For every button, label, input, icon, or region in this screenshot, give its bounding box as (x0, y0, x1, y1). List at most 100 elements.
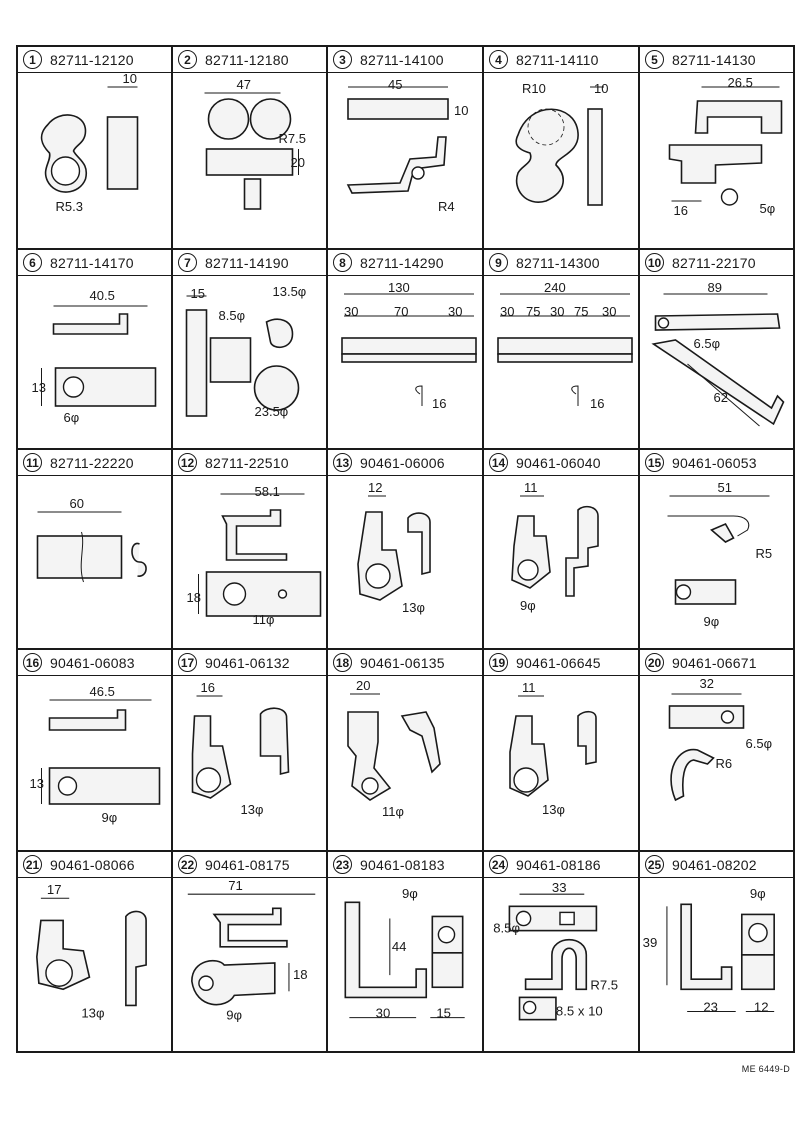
part-number: 90461-06132 (205, 654, 290, 671)
mounting-hole (50, 156, 81, 186)
clamp-outline (207, 98, 250, 140)
dimension-label: 15 (436, 1006, 451, 1021)
dimension-label: R7.5 (279, 131, 306, 146)
mounting-hole (411, 166, 425, 180)
dimension-label: 44 (392, 939, 407, 954)
part-number: 90461-08066 (50, 856, 135, 873)
dimension-label: 6.5φ (746, 736, 773, 751)
dimension-label: R6 (716, 756, 733, 771)
dimension-label: 11φ (382, 804, 404, 819)
clamp-outline (341, 353, 477, 363)
dimension-label: 8.5φ (219, 308, 246, 323)
mounting-hole (517, 559, 539, 581)
dimension-label: 23 (703, 1000, 718, 1015)
dimension-label: R7.5 (590, 977, 618, 992)
dimension-label: 16 (590, 396, 604, 411)
clamp-outline (185, 309, 208, 417)
part-drawing: 11 13φ (484, 676, 638, 850)
dimension-line (571, 385, 579, 406)
part-number: 90461-06645 (516, 654, 601, 671)
clamp-outline (587, 108, 603, 206)
mounting-hole (720, 188, 739, 206)
clamp-outline (680, 903, 733, 991)
clamp-outline (347, 711, 392, 801)
mounting-hole (513, 767, 539, 793)
dimension-label: 9φ (520, 598, 536, 613)
dimension-label: 13φ (542, 802, 565, 817)
clamp-outline (407, 512, 431, 576)
dimension-label: 32 (700, 676, 714, 691)
mounting-hole (437, 925, 456, 944)
clamp-outline (577, 710, 597, 765)
mounting-hole (195, 767, 222, 793)
item-number-badge: 1 (23, 50, 42, 69)
clamp-outline (497, 353, 633, 363)
clamp-outline (344, 901, 428, 999)
mounting-hole (675, 584, 692, 600)
dimension-label: 20 (356, 678, 370, 693)
dimension-label: 13.5φ (273, 284, 307, 299)
clamp-outline (740, 954, 775, 991)
mounting-hole (720, 710, 735, 724)
dimension-label: 12 (754, 1000, 769, 1015)
dimension-label: 20 (291, 155, 305, 170)
clamp-outline (191, 959, 276, 1006)
dimension-label: 51 (718, 480, 732, 495)
dimension-line (415, 385, 423, 406)
clamp-outline (668, 144, 763, 184)
clamp-outline (400, 711, 441, 774)
mounting-hole (222, 582, 247, 606)
clamp-outline (670, 748, 715, 802)
part-number: 90461-06006 (360, 454, 445, 471)
item-number-badge: 5 (645, 50, 664, 69)
dimension-label: 10 (594, 81, 608, 96)
part-number: 82711-22220 (50, 454, 134, 471)
mounting-hole (559, 911, 575, 926)
clamp-outline (259, 707, 290, 776)
dimension-label: 5φ (760, 201, 776, 216)
item-number-badge: 15 (645, 453, 664, 472)
dimension-label: 46.5 (90, 684, 115, 699)
dimension-label: 130 (388, 280, 410, 295)
clamp-outline (654, 313, 781, 331)
dimension-label: 11 (522, 680, 536, 695)
dimension-label: 70 (394, 304, 408, 319)
item-number-badge: 24 (489, 855, 508, 874)
dimension-label: 6φ (64, 410, 80, 425)
item-number-badge: 13 (333, 453, 352, 472)
mounting-hole (198, 975, 214, 992)
dimension-label: 17 (47, 882, 62, 897)
dimension-label: 13φ (81, 1006, 104, 1021)
